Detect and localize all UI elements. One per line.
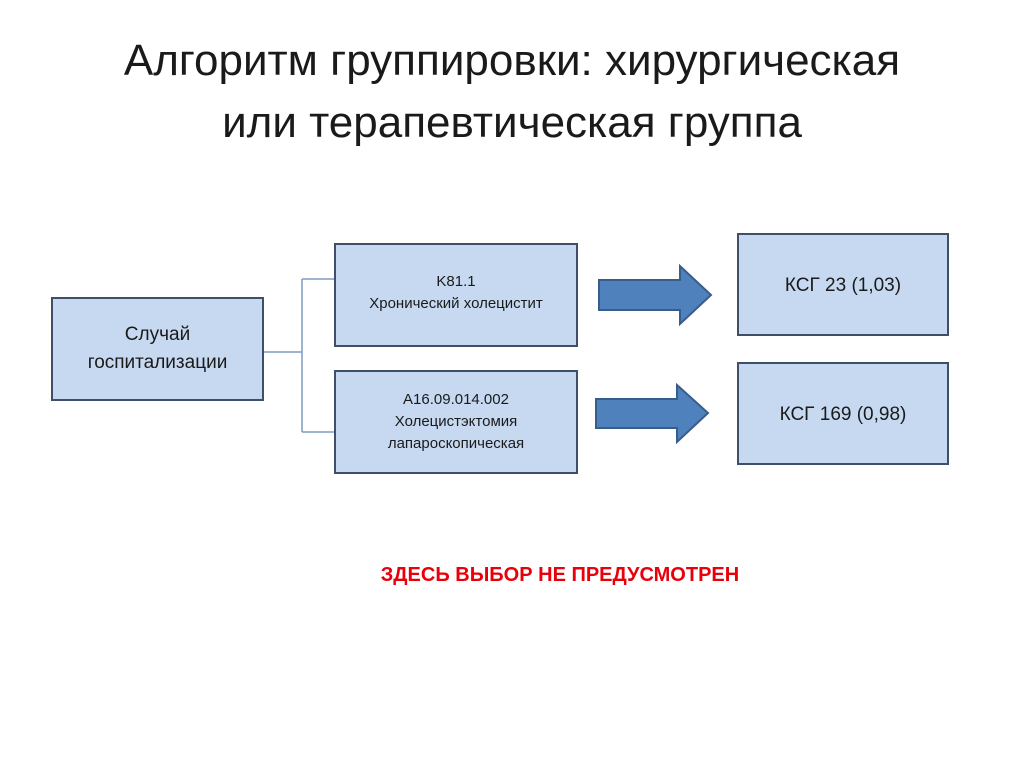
procedure-name-1: Холецистэктомия (394, 413, 518, 430)
procedure-name-2: лапароскопическая (387, 435, 525, 452)
arrow-icon-top (598, 263, 713, 327)
arrow-icon-bottom (595, 382, 710, 445)
title-line-2: или терапевтическая группа (222, 98, 802, 147)
diagnosis-name: Хронический холецистит (369, 295, 543, 312)
diagnosis-code: K81.1 (436, 273, 476, 290)
ksg-23-box: КСГ 23 (1,03) (737, 233, 949, 336)
ksg-169-box: КСГ 169 (0,98) (737, 362, 949, 465)
diagnosis-box: K81.1 Хронический холецистит (334, 243, 578, 347)
procedure-code: A16.09.014.002 (403, 391, 509, 408)
title-line-1: Алгоритм группировки: хирургическая (123, 36, 901, 85)
slide-title: Алгоритм группировки: хирургическая или … (40, 30, 984, 154)
procedure-box: A16.09.014.002 Холецистэктомия лапароско… (334, 370, 578, 474)
ksg-23-label: КСГ 23 (1,03) (784, 275, 902, 296)
no-choice-note: ЗДЕСЬ ВЫБОР НЕ ПРЕДУСМОТРЕН (380, 564, 740, 586)
hospitalization-case-box: Случай госпитализации (51, 297, 264, 401)
ksg-169-label: КСГ 169 (0,98) (779, 404, 907, 425)
case-line-1: Случай (124, 324, 191, 345)
bracket-connector (264, 278, 334, 433)
case-line-2: госпитализации (87, 352, 228, 373)
